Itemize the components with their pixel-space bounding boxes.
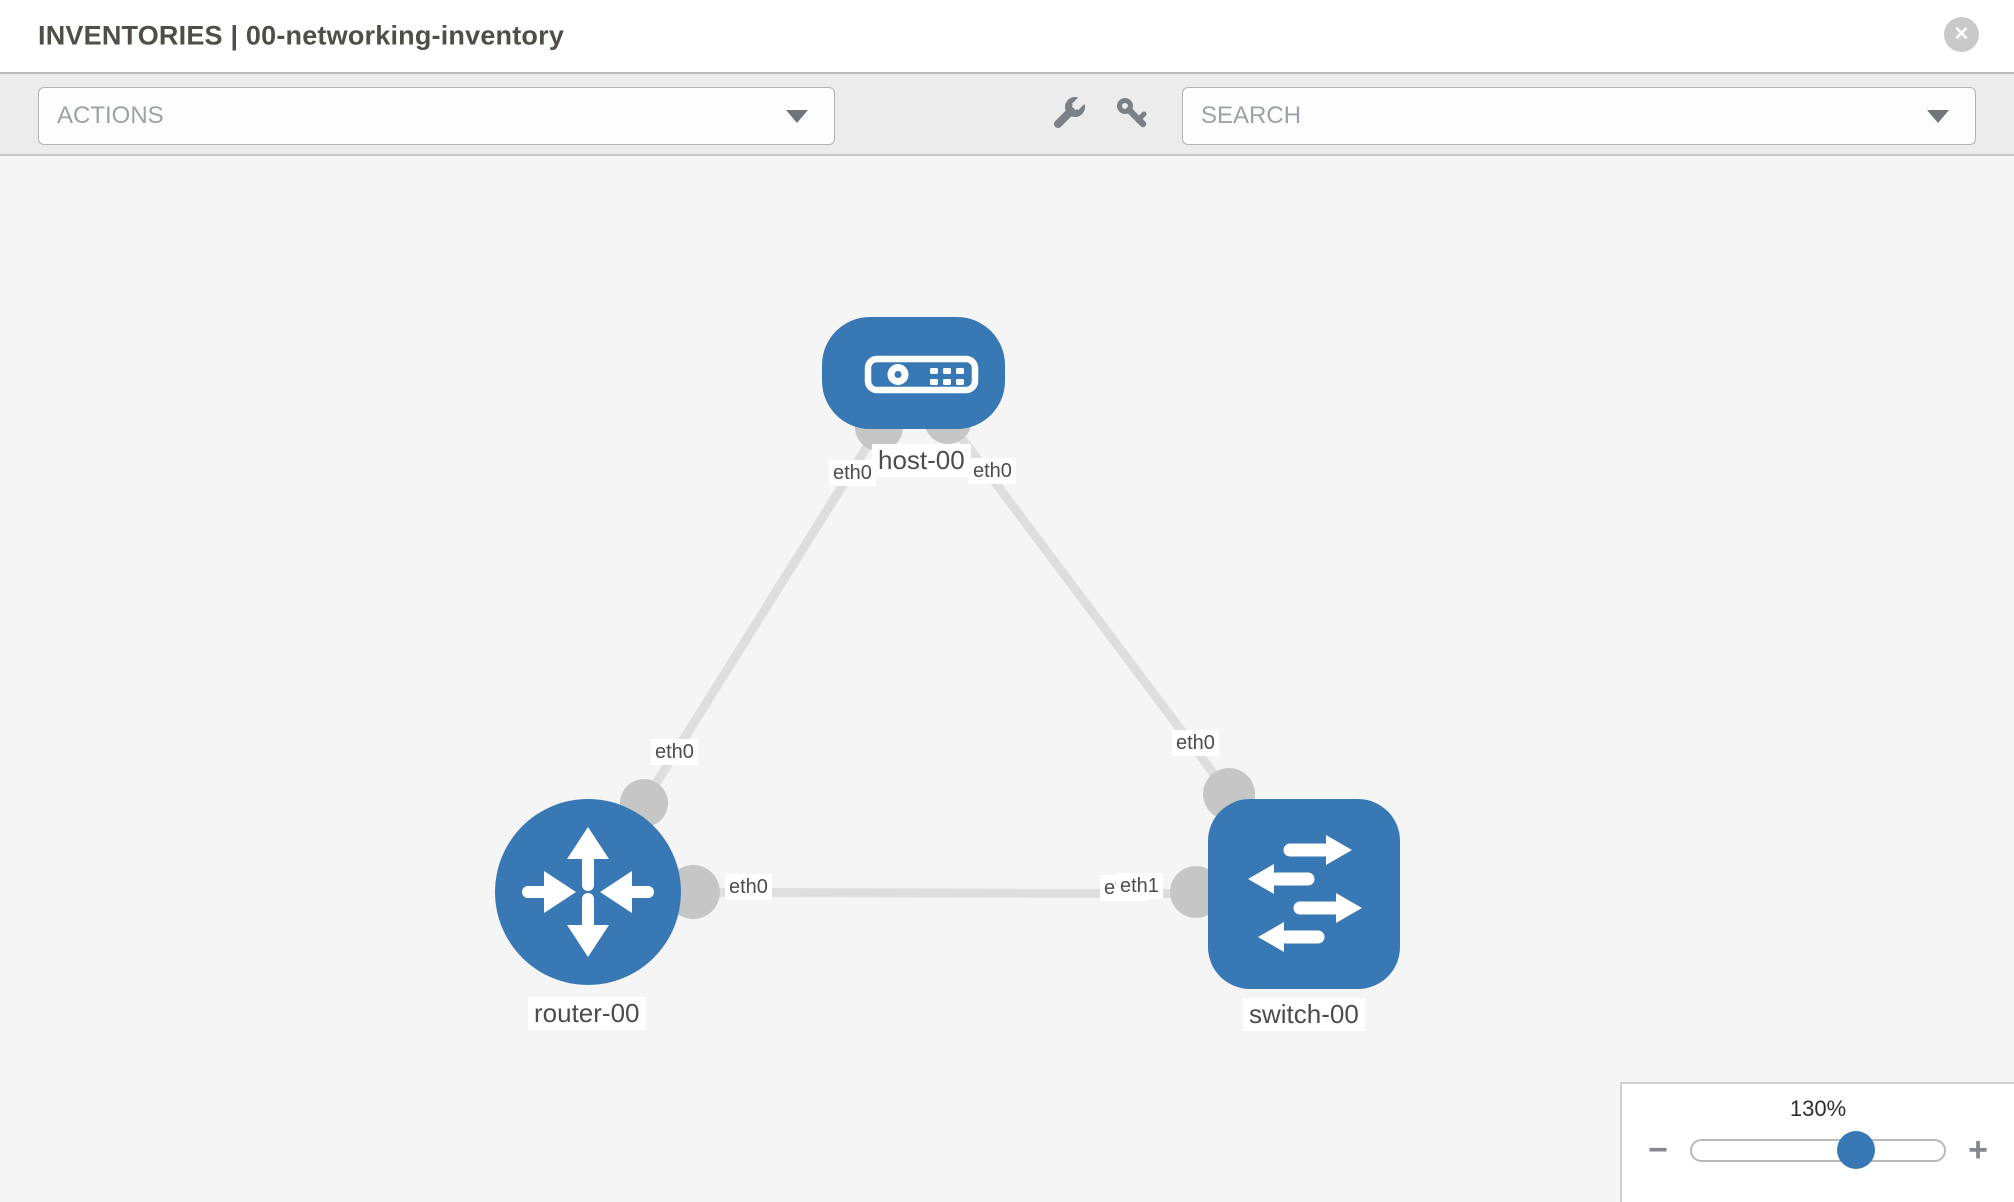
close-button[interactable]: ✕ bbox=[1944, 17, 1979, 52]
zoom-panel: 130% − + bbox=[1620, 1082, 2014, 1202]
chevron-down-icon bbox=[1927, 110, 1949, 123]
node-label-switch-00: switch-00 bbox=[1243, 998, 1365, 1032]
zoom-slider[interactable] bbox=[1689, 1131, 1947, 1169]
interface-label: eth0 bbox=[1172, 730, 1219, 756]
wrench-icon bbox=[1054, 93, 1089, 128]
actions-dropdown[interactable]: ACTIONS bbox=[38, 87, 835, 145]
zoom-slider-thumb[interactable] bbox=[1836, 1131, 1875, 1169]
router-icon bbox=[522, 827, 654, 957]
node-label-router-00: router-00 bbox=[528, 997, 646, 1031]
search-dropdown[interactable]: SEARCH bbox=[1182, 87, 1976, 145]
node-switch-00[interactable] bbox=[1208, 799, 1400, 989]
search-dropdown-label: SEARCH bbox=[1201, 102, 1302, 129]
toolbar: ACTIONS SEARCH bbox=[0, 74, 2014, 156]
topology-canvas[interactable]: eth0 host-00 eth0 eth0 eth0 eth0 eth0 et… bbox=[0, 156, 2014, 1202]
close-icon: ✕ bbox=[1953, 24, 1970, 45]
interface-label: eth0 bbox=[651, 739, 698, 765]
wrench-button[interactable] bbox=[1050, 93, 1089, 132]
interface-label: eth0 bbox=[969, 458, 1016, 484]
switch-icon bbox=[1248, 835, 1362, 952]
zoom-out-button[interactable]: − bbox=[1648, 1131, 1668, 1169]
zoom-in-button[interactable]: + bbox=[1968, 1131, 1988, 1169]
node-host-00[interactable] bbox=[822, 317, 1005, 429]
node-label-host-00: host-00 bbox=[872, 444, 971, 478]
node-router-00[interactable] bbox=[495, 799, 681, 985]
page-title: INVENTORIES | 00-networking-inventory bbox=[38, 20, 565, 51]
host-icon bbox=[864, 355, 979, 394]
key-icon bbox=[1117, 98, 1147, 128]
chevron-down-icon bbox=[786, 110, 808, 123]
zoom-value: 130% bbox=[1789, 1096, 1847, 1121]
key-button[interactable] bbox=[1114, 96, 1150, 132]
actions-dropdown-label: ACTIONS bbox=[57, 102, 164, 129]
header: INVENTORIES | 00-networking-inventory ✕ bbox=[0, 0, 2014, 74]
interface-label: eth1 bbox=[1116, 873, 1163, 899]
interface-label: eth0 bbox=[829, 460, 876, 486]
interface-label: eth0 bbox=[725, 874, 772, 900]
